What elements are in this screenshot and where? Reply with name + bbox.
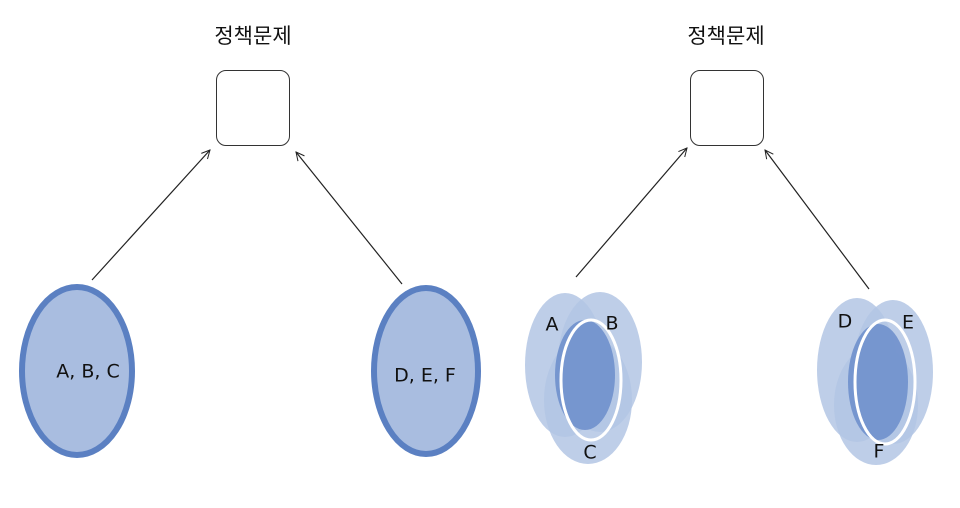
cluster-abc-highlight <box>559 318 623 442</box>
cluster-label-f: F <box>873 440 885 463</box>
arrow-right-to-problem <box>296 152 403 285</box>
cluster-def-overlap <box>848 324 908 440</box>
policy-problem-box-right <box>690 70 764 146</box>
group-circle-abc <box>19 284 135 458</box>
cluster-label-b: B <box>605 312 619 335</box>
cluster-def-highlight <box>853 318 917 446</box>
cluster-def <box>817 298 933 465</box>
policy-problem-box-left <box>216 70 290 146</box>
cluster-label-c: C <box>583 441 597 464</box>
policy-problem-title-left: 정책문제 <box>214 24 292 48</box>
cluster-abc <box>525 292 642 464</box>
group-circle-def <box>371 285 481 457</box>
group-label-abc: A, B, C <box>56 360 120 383</box>
policy-problem-title-right: 정책문제 <box>687 24 765 48</box>
cluster-label-d: D <box>837 310 853 333</box>
arrow-left-to-problem <box>91 150 210 281</box>
arrow-cluster-right-to-problem <box>765 150 870 290</box>
cluster-label-e: E <box>901 311 915 334</box>
cluster-label-a: A <box>545 313 559 336</box>
group-label-def: D, E, F <box>394 364 456 387</box>
cluster-abc-overlap <box>555 320 615 430</box>
arrow-cluster-left-to-problem <box>575 148 687 278</box>
